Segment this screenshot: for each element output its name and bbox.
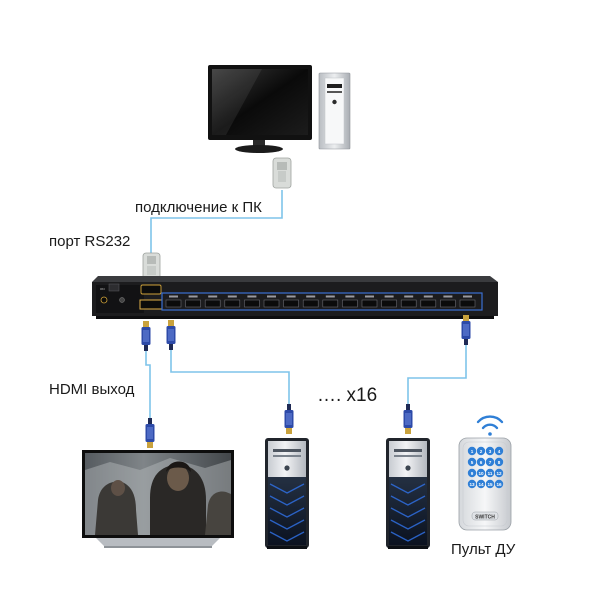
hdmi-input-port	[283, 295, 299, 308]
remote-switch-label: SWITCH	[475, 514, 495, 520]
monitor-neck	[253, 140, 265, 147]
multiplier-label: …. x16	[317, 385, 378, 406]
remote-key: 7	[485, 457, 495, 467]
hdmi-plug-input-16-top	[461, 315, 471, 345]
device-top	[92, 276, 498, 282]
hdmi-input-port	[302, 295, 319, 308]
dc-jack	[100, 296, 108, 304]
remote-label: Пульт ДУ	[451, 541, 516, 558]
device-bottom	[96, 316, 494, 319]
hdmi-input-port	[263, 295, 280, 308]
hdmi-input-port	[342, 295, 358, 308]
pc-illustration	[208, 65, 351, 153]
remote-key: 5	[467, 457, 477, 467]
hdmi-input-port	[322, 295, 339, 308]
remote-key-label: 8	[498, 460, 501, 465]
rs232-connector-device	[142, 252, 161, 280]
remote-key: 13	[467, 479, 477, 489]
hdmi-input-port	[420, 295, 437, 308]
pc-tower-drive-2	[327, 91, 342, 93]
remote-switch-key	[471, 511, 499, 521]
tv-screen-scene	[85, 453, 231, 535]
remote-key-label: 6	[480, 460, 483, 465]
wifi-icon	[476, 415, 504, 436]
remote-key-label: 15	[487, 482, 493, 487]
monitor-screen	[212, 69, 308, 135]
hdmi-input-port	[204, 295, 221, 308]
hdmi-input-port	[381, 295, 397, 308]
hdmi-plug-input-16-bottom	[403, 404, 413, 434]
cable-input-1	[170, 350, 290, 404]
power-switch	[108, 283, 120, 292]
remote-key: 15	[485, 479, 495, 489]
remote-key-label: 2	[480, 449, 483, 454]
hdmi-input-port	[361, 295, 378, 308]
hdmi-out-port	[139, 299, 163, 310]
remote-key: 8	[494, 457, 504, 467]
hdmi-input-ports	[165, 295, 476, 308]
monitor-glare	[212, 69, 262, 135]
hdmi-input-port	[400, 295, 417, 308]
hdmi-plug-output-top	[141, 321, 151, 351]
remote-key: 4	[494, 446, 504, 456]
remote-key: 3	[485, 446, 495, 456]
hdmi-input-port	[459, 295, 476, 308]
hdmi-plug-input-1-top	[166, 320, 176, 350]
remote-key-label: 14	[478, 482, 484, 487]
remote-key: 11	[485, 468, 495, 478]
source-computer-16	[386, 438, 430, 549]
svg-text:ON: ON	[100, 287, 105, 291]
hdmi-input-port	[165, 295, 182, 308]
hdmi-input-port	[440, 295, 456, 308]
rs232-port	[140, 284, 162, 295]
remote-key: 6	[476, 457, 486, 467]
rs232-port-label: порт RS232	[49, 233, 131, 250]
hdmi-input-port	[185, 295, 201, 308]
remote-key-label: 4	[498, 449, 501, 454]
remote-key: 14	[476, 479, 486, 489]
remote-key-label: 16	[496, 482, 502, 487]
pc-tower-drive	[327, 84, 342, 88]
remote-key: 1	[467, 446, 477, 456]
remote-key-label: 5	[471, 460, 474, 465]
hdmi-output-label: HDMI выход	[49, 381, 135, 398]
cable-input-16	[407, 345, 467, 404]
source-computer-1	[265, 438, 309, 549]
ir-port	[119, 297, 125, 303]
remote-key-label: 3	[489, 449, 492, 454]
remote-key-label: 1	[471, 449, 474, 454]
remote-key-label: 12	[496, 471, 502, 476]
cable-pc	[150, 190, 283, 256]
hdmi-matrix-device: ON	[92, 276, 498, 319]
remote-panel	[462, 441, 508, 527]
pc-power-button	[332, 99, 337, 105]
remote-key: 2	[476, 446, 486, 456]
hdmi-plug-input-1-bottom	[284, 404, 294, 434]
remote-key: 16	[494, 479, 504, 489]
remote-key: 10	[476, 468, 486, 478]
hdmi-plug-output-bottom	[145, 418, 155, 448]
tv-illustration	[82, 450, 234, 548]
tv-stand-foot	[104, 546, 212, 548]
remote-key-label: 10	[478, 471, 484, 476]
monitor-base	[235, 145, 283, 153]
remote-key-label: 9	[471, 471, 474, 476]
remote-key-label: 13	[469, 482, 475, 487]
pc-connection-label: подключение к ПК	[135, 199, 262, 216]
remote-key-label: 7	[489, 460, 492, 465]
input-port-group	[161, 292, 483, 311]
hdmi-input-port	[244, 295, 260, 308]
remote-key-label: 11	[488, 471, 493, 476]
remote-key: 12	[494, 468, 504, 478]
hdmi-input-port	[224, 295, 241, 308]
remote-key: 9	[467, 468, 477, 478]
pc-tower-front	[324, 77, 345, 145]
rs232-connector-pc	[272, 157, 292, 189]
tv-stand	[96, 538, 220, 546]
